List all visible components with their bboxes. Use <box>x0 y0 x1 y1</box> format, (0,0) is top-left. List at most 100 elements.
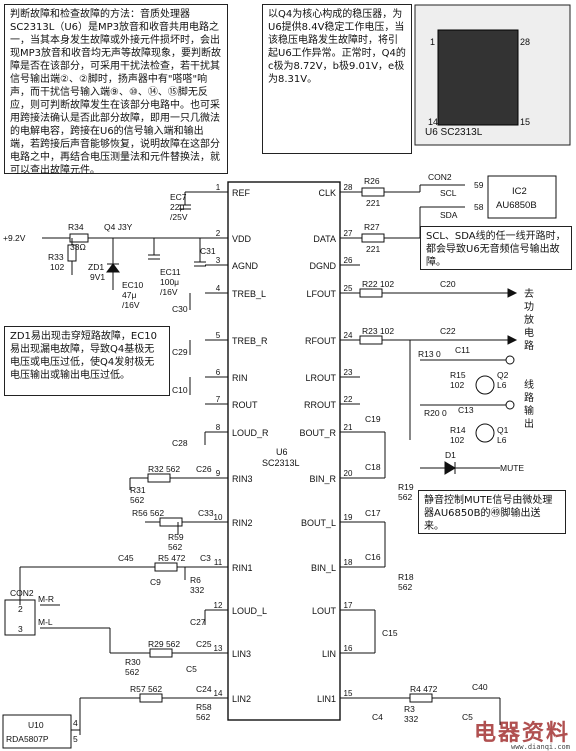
out-line-text: 线路输出 <box>524 378 534 430</box>
r30-label: R30 <box>125 657 141 667</box>
r58-label: R58 <box>196 702 212 712</box>
c11-label: C11 <box>455 345 470 355</box>
scl-label: SCL <box>440 188 457 198</box>
r5-label: R5 472 <box>158 553 186 563</box>
u6-pin-name: VDD <box>232 234 252 244</box>
u6-right-pins: 28CLK27DATA26DGND25LFOUT24RFOUT23LROUT22… <box>299 183 353 704</box>
u6-pin-number: 16 <box>344 644 353 653</box>
r34-value: 33Ω <box>70 242 86 252</box>
r59-label: R59 <box>168 532 184 542</box>
line-output-label: 线路输出 <box>524 378 534 430</box>
c31-label: C31 <box>200 246 216 256</box>
c10-label: C10 <box>172 385 188 395</box>
ec10-rating: /16V <box>122 300 140 310</box>
c33-label: C33 <box>198 508 214 518</box>
r27-value: 221 <box>366 244 380 254</box>
u6-pin-number: 15 <box>344 689 353 698</box>
c9-label: C9 <box>150 577 161 587</box>
u6-pin-name: RIN <box>232 373 248 383</box>
u6-pin-name: RIN2 <box>232 518 253 528</box>
chip-pin-15: 15 <box>520 117 530 127</box>
u6-pin-number: 17 <box>344 601 353 610</box>
c19-label: C19 <box>365 414 381 424</box>
zd1-label: ZD1 <box>88 262 104 272</box>
u6-pin-name: LOUT <box>312 606 337 616</box>
q1-label: Q1 <box>497 425 509 435</box>
u6-pin-number: 28 <box>344 183 353 192</box>
u10-label: U10 <box>28 720 44 730</box>
u6-pin-number: 20 <box>344 469 353 478</box>
r22-label: R22 102 <box>362 279 394 289</box>
c17-label: C17 <box>365 508 381 518</box>
u6-pin-number: 9 <box>216 469 221 478</box>
u6-pin-name: RIN1 <box>232 563 253 573</box>
chip-pin-1: 1 <box>430 37 435 47</box>
u6-pin-number: 7 <box>216 395 221 404</box>
output-to-amp-label: 去功放电路 <box>524 288 534 352</box>
r18-label: R18 <box>398 572 414 582</box>
r13-label: R13 0 <box>418 349 441 359</box>
u6-pin-number: 27 <box>344 229 353 238</box>
u6-pin-number: 10 <box>214 513 223 522</box>
u6-ref: U6 <box>276 447 288 457</box>
watermark-url: www.dianqi.com <box>510 743 570 751</box>
con2-pin-3: 3 <box>18 624 23 634</box>
out-amp-text: 去功放电路 <box>524 288 534 352</box>
c20-label: C20 <box>440 279 456 289</box>
u6-pin-name: CLK <box>318 188 336 198</box>
u10-pin-5: 5 <box>73 734 78 744</box>
note-zd1-fault: ZD1易出现击穿短路故障，EC10易出现漏电故障，导致Q4基极无电压或电压过低，… <box>4 326 170 396</box>
u6-pin-number: 12 <box>214 601 223 610</box>
r57-label: R57 562 <box>130 684 162 694</box>
r20-label: R20 0 <box>424 408 447 418</box>
c18-label: C18 <box>365 462 381 472</box>
c13-label: C13 <box>458 405 474 415</box>
ec7-value: 22μ <box>170 202 184 212</box>
con2-pin-2: 2 <box>18 604 23 614</box>
c25-label: C25 <box>196 639 212 649</box>
r26-value: 221 <box>366 198 380 208</box>
note-scl-sda: SCL、SDA线的任一线开路时，都会导致U6无音频信号输出故障。 <box>420 226 572 270</box>
u6-pin-name: TREB_L <box>232 289 266 299</box>
r23-label: R23 102 <box>362 326 394 336</box>
c45-label: C45 <box>118 553 134 563</box>
r31-value: 562 <box>130 495 144 505</box>
c16-label: C16 <box>365 552 381 562</box>
ec11-rating: /16V <box>160 287 178 297</box>
q1-value: L6 <box>497 435 507 445</box>
r14-value: 102 <box>450 435 464 445</box>
ec7-rating: /25V <box>170 212 188 222</box>
c5-left-label: C5 <box>186 664 197 674</box>
con2-left-label: CON2 <box>10 588 34 598</box>
u6-pin-number: 4 <box>216 284 221 293</box>
chip-photo-label: U6 SC2313L <box>425 127 483 138</box>
u6-pin-number: 24 <box>344 331 353 340</box>
r26-label: R26 <box>364 176 380 186</box>
u6-pin-name: RFOUT <box>305 336 336 346</box>
note-mute-text: 静音控制MUTE信号由微处理器AU6850B的㊾脚输出送来。 <box>424 495 553 532</box>
r56-label: R56 562 <box>132 508 164 518</box>
c30-label: C30 <box>172 304 188 314</box>
u6-part: SC2313L <box>262 458 300 468</box>
r6-value: 332 <box>190 585 204 595</box>
ec11-label: EC11 <box>160 267 181 277</box>
u10-part: RDA5807P <box>6 734 49 744</box>
note-zd1-fault-text: ZD1易出现击穿短路故障，EC10易出现漏电故障，导致Q4基极无电压或电压过低，… <box>10 331 157 381</box>
ec10-value: 47μ <box>122 290 136 300</box>
u6-pin-number: 23 <box>344 368 353 377</box>
c40-label: C40 <box>472 682 488 692</box>
q4-label: Q4 J3Y <box>104 222 133 232</box>
note-scl-sda-text: SCL、SDA线的任一线开路时，都会导致U6无音频信号输出故障。 <box>426 231 566 268</box>
u6-pin-number: 13 <box>214 644 223 653</box>
note-mute: 静音控制MUTE信号由微处理器AU6850B的㊾脚输出送来。 <box>418 490 566 534</box>
watermark: 电器资料 <box>473 721 570 746</box>
ec10-label: EC10 <box>122 280 144 290</box>
u6-pin-name: LFOUT <box>306 289 336 299</box>
u6-pin-number: 22 <box>344 395 353 404</box>
u6-pin-name: RIN3 <box>232 474 253 484</box>
con2-mr: M-R <box>38 594 54 604</box>
ic2-pin-59: 59 <box>474 180 484 190</box>
r32-label: R32 562 <box>148 464 180 474</box>
c22-label: C22 <box>440 326 456 336</box>
